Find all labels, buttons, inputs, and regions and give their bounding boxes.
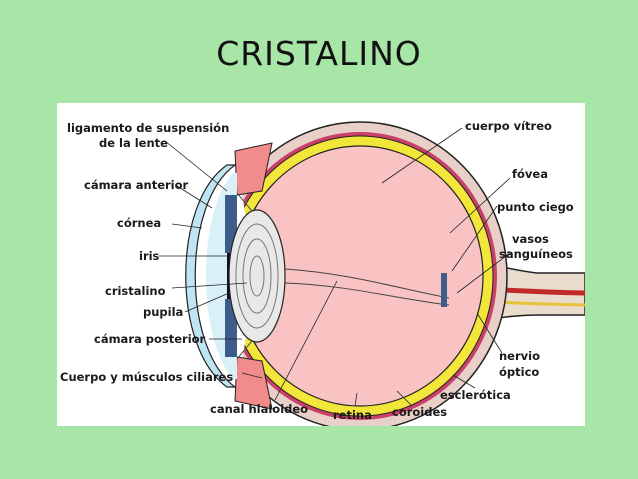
label-nervio: nervio	[499, 349, 540, 363]
label-cuerpo-vitreo: cuerpo vítreo	[465, 119, 552, 133]
hyaloid-canal	[284, 268, 450, 299]
label-canal-hialoideo: canal hialoideo	[210, 402, 308, 416]
label-fovea: fóvea	[512, 167, 548, 181]
label-cornea: córnea	[117, 216, 161, 230]
label-camara-posterior: cámara posterior	[94, 332, 206, 346]
cornea	[185, 164, 237, 388]
label-camara-anterior: cámara anterior	[84, 178, 189, 192]
blind-spot	[441, 273, 447, 307]
page-title: CRISTALINO	[216, 34, 422, 73]
lens	[228, 209, 286, 343]
label-vasos: vasos	[512, 232, 549, 246]
label-optico: óptico	[499, 365, 539, 379]
label-iris: iris	[139, 249, 160, 263]
label-ligamento: ligamento de suspensión	[67, 121, 229, 135]
eye-diagram-panel: ligamento de suspensión de la lente cáma…	[57, 103, 585, 426]
label-sanguineos: sanguíneos	[499, 247, 573, 261]
label-pupila: pupila	[143, 305, 183, 319]
label-esclerotica: esclerótica	[440, 388, 511, 402]
label-punto-ciego: punto ciego	[497, 200, 574, 214]
eye-diagram: ligamento de suspensión de la lente cáma…	[60, 119, 585, 426]
label-cristalino: cristalino	[105, 284, 166, 298]
label-coroides: coroides	[392, 405, 447, 419]
label-retina: retina	[333, 408, 372, 422]
label-cuerpo-musculos: Cuerpo y músculos ciliares	[60, 370, 233, 384]
label-ligamento-2: de la lente	[99, 136, 168, 150]
